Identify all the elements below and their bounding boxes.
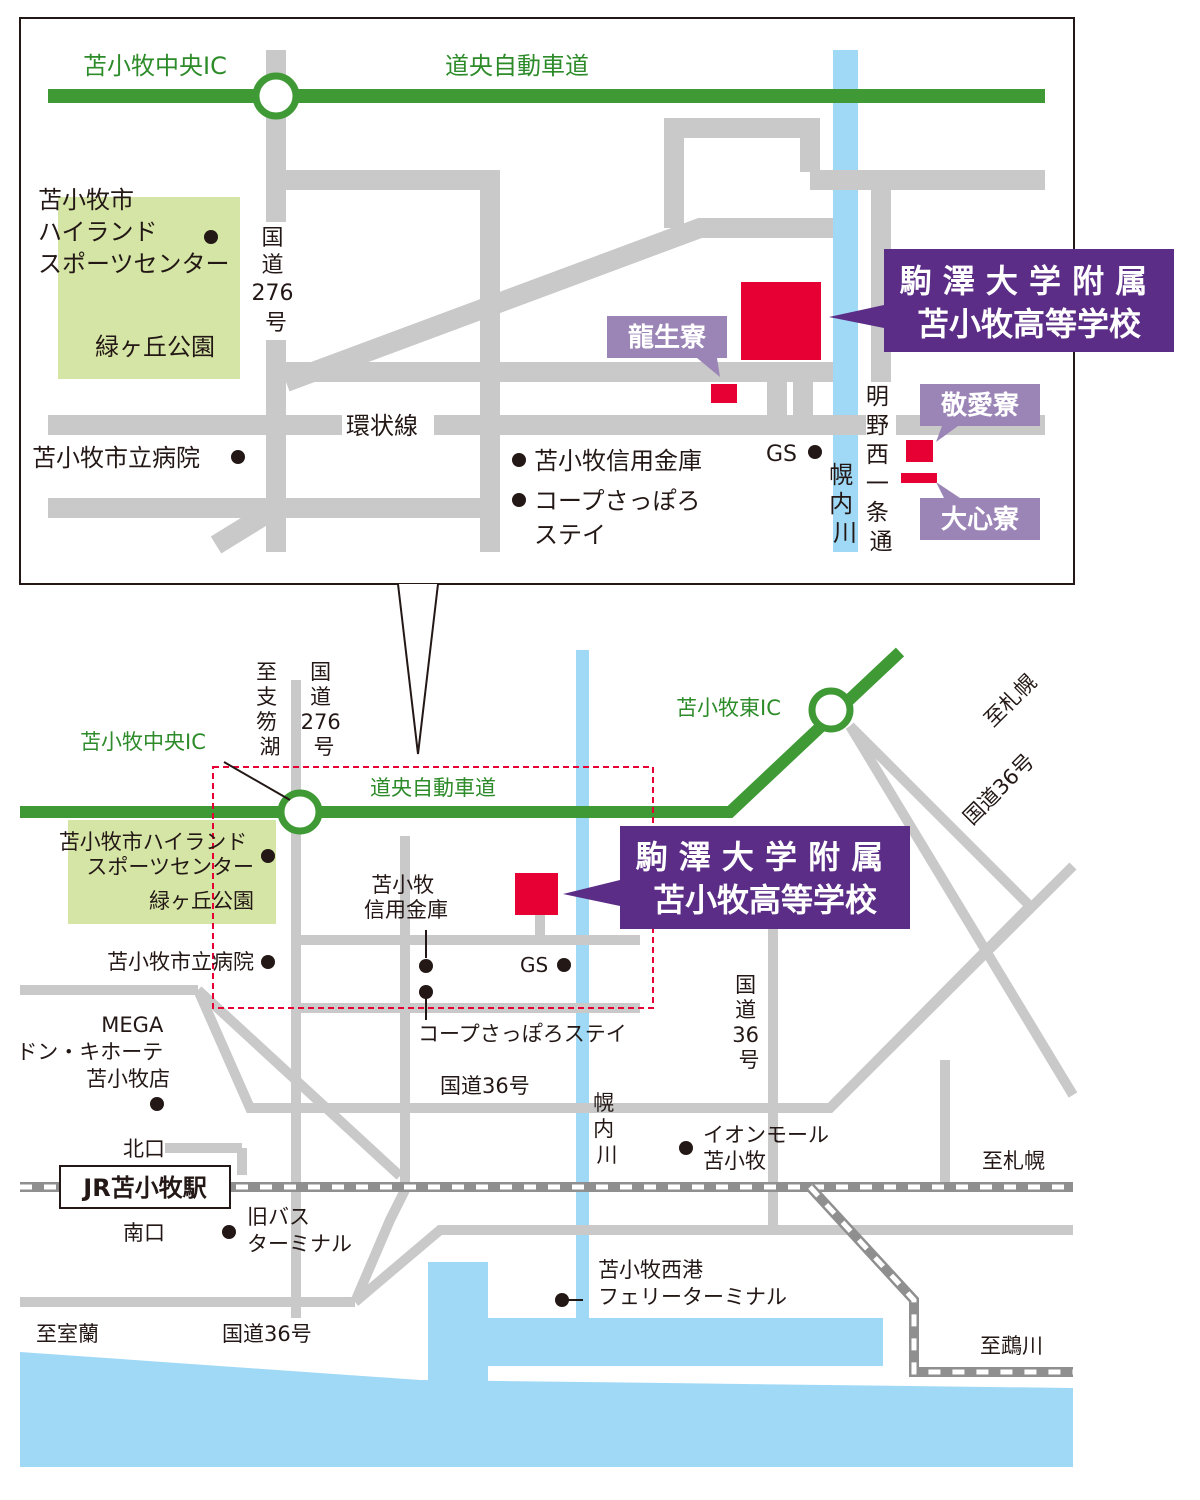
main-ic-higashi-marker: [808, 687, 854, 733]
main-minamiguchi-label: 南口: [123, 1221, 165, 1245]
inset-route276-bg: [257, 222, 295, 340]
inset-horonai-label: 幌 内 川: [829, 461, 861, 547]
main-coop-dot: [419, 985, 433, 999]
main-shinkin-dot: [419, 959, 433, 973]
inset-park-area: [58, 197, 240, 379]
main-highland-label: 苫小牧市ハイランド スポーツセンター: [59, 830, 254, 879]
main-kitaguchi-label: 北口: [123, 1137, 165, 1161]
main-ic-higashi-label: 苫小牧東IC: [676, 696, 781, 720]
inset-daishin-label-box: [920, 498, 1040, 540]
inset-ic-marker: [252, 72, 300, 120]
main-oldbus-dot: [222, 1225, 236, 1239]
main-route36-v-label: 国 道 36 号: [732, 973, 765, 1072]
inset-ryusei-label-box: [607, 316, 727, 358]
inset-map: 苫小牧中央IC 道央自動車道 苫小牧市 ハイランド スポーツセンター 緑ヶ丘公園…: [19, 17, 1174, 585]
inset-gs-dot: [808, 445, 822, 459]
main-hospital-dot: [261, 955, 275, 969]
main-coop-label: コープさっぽろステイ: [418, 1022, 627, 1046]
station-label: JR苫小牧駅: [81, 1174, 206, 1202]
main-ferry-label: 苫小牧西港 フェリーターミナル: [598, 1258, 787, 1309]
main-school-label: 駒 澤 大 学 附 属 苫小牧高等学校: [636, 838, 895, 919]
main-to-shikotsu-label: 至 支 笏 湖: [256, 660, 284, 759]
main-school-pointer: [563, 880, 620, 906]
inset-park-label: 緑ヶ丘公園: [95, 333, 215, 361]
ic-chuo-leader: [223, 761, 291, 801]
main-mega-label: MEGA ドン・キホーテ 苫小牧店: [16, 1013, 170, 1091]
main-school-marker: [515, 873, 558, 915]
main-to-mukawa-label: 至鵡川: [980, 1334, 1043, 1358]
inset-keiai-marker: [906, 440, 933, 462]
main-route276-label: 国 道 276 号: [301, 660, 348, 759]
main-gs-dot: [557, 958, 571, 972]
main-roads: [20, 680, 1078, 1318]
main-hospital-label: 苫小牧市立病院: [107, 950, 254, 974]
inset-coop-dot: [512, 493, 526, 507]
inset-coop-label: コープさっぽろ ステイ: [534, 487, 708, 549]
main-route36-v-bg: [735, 970, 763, 1078]
inset-keiai-pointer: [936, 426, 958, 442]
main-shinkin-label: 苫小牧 信用金庫: [364, 873, 448, 922]
main-gs-label: GS: [520, 953, 548, 977]
main-route36-bottom-label: 国道36号: [222, 1322, 312, 1346]
main-expressway-label: 道央自動車道: [370, 776, 496, 800]
inset-highland-label: 苫小牧市 ハイランド スポーツセンター: [38, 186, 230, 278]
main-to-sapporo-diag-label: 至札幌: [980, 670, 1042, 732]
inset-shinkin-label: 苫小牧信用金庫: [534, 447, 702, 475]
inset-hospital-label: 苫小牧市立病院: [32, 444, 200, 472]
inset-kanjosen-label: 環状線: [346, 412, 418, 440]
inset-daishin-label: 大心寮: [941, 504, 1020, 535]
main-ic-chuo-marker: [277, 789, 323, 835]
inset-meino-label: 明 野 西 一 条 通: [866, 384, 896, 555]
railway-branch-dash: [808, 1185, 1073, 1375]
inset-school-label-box: [884, 249, 1174, 352]
inset-ic-label: 苫小牧中央IC: [83, 52, 227, 80]
main-park-label: 緑ヶ丘公園: [149, 889, 254, 913]
sea: [20, 1352, 1073, 1467]
inset-roads: [48, 50, 1045, 554]
main-to-sapporo-label: 至札幌: [982, 1149, 1045, 1173]
inset-daishin-marker: [901, 473, 937, 483]
main-park-area: [68, 820, 276, 924]
inset-hospital-dot: [231, 450, 245, 464]
main-to-muroran-label: 至室蘭: [36, 1322, 99, 1346]
main-ferry-dot: [555, 1293, 569, 1307]
inset-ryusei-pointer: [697, 358, 720, 377]
inset-ryusei-marker: [711, 384, 737, 403]
inset-keiai-label-box: [920, 384, 1040, 426]
inset-gs-label: GS: [766, 442, 797, 467]
main-river: [576, 650, 589, 1318]
inset-keiai-label: 敬愛寮: [940, 390, 1020, 421]
main-map: 苫小牧中央IC 苫小牧東IC 道央自動車道 至 支 笏 湖 国 道 276 号 …: [16, 647, 1078, 1467]
harbor-water-2: [428, 1318, 883, 1366]
inset-expressway-label: 道央自動車道: [445, 52, 589, 80]
inset-school-pointer: [829, 305, 884, 328]
inset-river: [833, 50, 858, 552]
main-oldbus-label: 旧バス ターミナル: [247, 1205, 352, 1256]
inset-callout-pointer: [397, 583, 439, 755]
inset-school-marker: [741, 282, 821, 360]
main-aeon-label: イオンモール 苫小牧: [703, 1123, 836, 1173]
inset-school-label: 駒 澤 大 学 附 属 苫小牧高等学校: [900, 262, 1159, 343]
main-school-label-box: [620, 826, 910, 929]
main-horonai-label: 幌 内 川: [593, 1091, 621, 1167]
main-route36-diag-label: 国道36号: [959, 749, 1039, 829]
inset-route276-label: 国 道 276 号: [252, 226, 301, 336]
inset-daishin-pointer: [936, 482, 960, 498]
station-box: [59, 1165, 231, 1209]
main-highland-dot: [261, 849, 275, 863]
inset-ryusei-label: 龍生寮: [628, 322, 707, 353]
inset-kanjosen-bg: [342, 410, 434, 440]
inset-shinkin-dot: [512, 453, 526, 467]
inset-meino-bg: [866, 382, 896, 552]
main-route36-h-label: 国道36号: [440, 1074, 530, 1098]
main-ic-chuo-label: 苫小牧中央IC: [80, 730, 206, 754]
main-aeon-dot: [679, 1141, 693, 1155]
inset-highland-dot: [204, 230, 218, 244]
main-mega-dot: [150, 1097, 164, 1111]
